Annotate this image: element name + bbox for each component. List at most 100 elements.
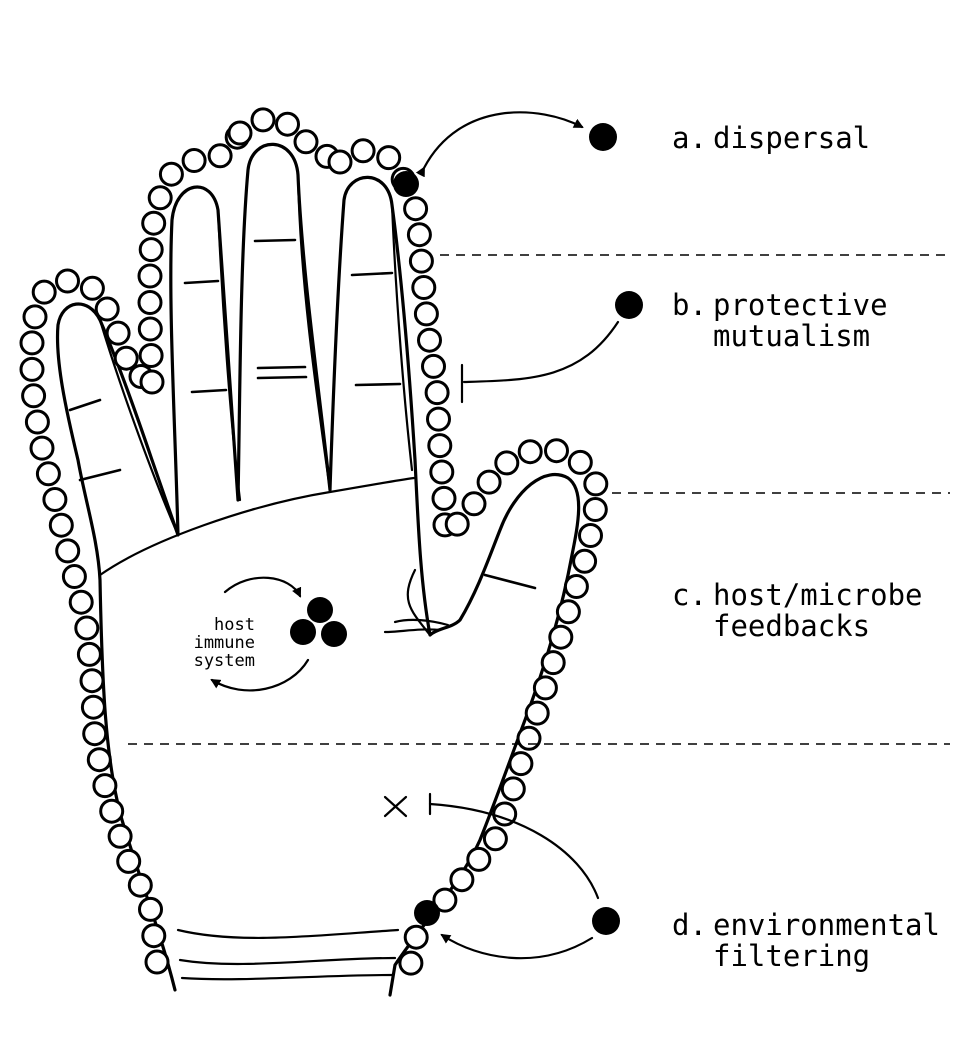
microbe-bead: [19, 356, 45, 382]
microbe-bead: [461, 491, 487, 517]
label-b-text-1: protective: [713, 288, 888, 322]
microbe-bead: [408, 248, 434, 274]
knuckle-crease: [483, 573, 537, 590]
microbe-bead: [139, 369, 165, 395]
immune-label-3: system: [194, 651, 255, 671]
microbe-bead: [74, 615, 100, 641]
microbe-bead: [476, 469, 502, 495]
knuckle-crease: [350, 271, 394, 277]
microbe-bead: [138, 237, 164, 263]
knuckle-crease: [256, 375, 308, 380]
microbe-bead: [411, 275, 437, 300]
microbe-bead: [105, 320, 131, 346]
microbe-bead: [548, 624, 574, 650]
microbe-bead: [572, 548, 598, 574]
microbe-bead: [532, 675, 558, 701]
immune-arrow-bottom: [210, 658, 310, 692]
microbe-bead: [86, 747, 112, 773]
immune-microbe-cluster: [290, 597, 347, 647]
finger-edge: [390, 203, 414, 472]
microbe-bead: [94, 296, 120, 322]
microbe-bead: [24, 409, 50, 435]
wrist-crease: [176, 928, 400, 940]
microbe-bead: [555, 599, 581, 625]
microbe-bead: [376, 145, 402, 171]
dispersal-microbe-on-hand: [393, 171, 419, 197]
wrist-crease: [178, 956, 397, 966]
microbe-bead: [181, 148, 207, 173]
microbe-bead: [138, 896, 163, 922]
microbe-bead: [482, 826, 508, 852]
microbe-bead: [55, 268, 80, 294]
finger-edge: [296, 173, 332, 492]
microbe-bead: [406, 222, 432, 248]
microbe-bead: [544, 438, 569, 464]
microbe-bead: [540, 650, 566, 676]
microbe-bead: [421, 353, 446, 379]
microbe-bead: [227, 120, 253, 146]
microbe-bead: [99, 798, 125, 824]
microbe-bead: [466, 846, 492, 872]
knuckle-crease: [354, 382, 402, 387]
microbe-bead: [449, 867, 475, 893]
microbe-bead: [21, 383, 47, 409]
microbe-bead: [113, 345, 139, 371]
microbe-d: [592, 907, 620, 935]
microbe-bead: [127, 872, 153, 898]
thumb-base: [406, 568, 432, 637]
microbe-bead: [516, 725, 542, 751]
hand-outline: [55, 142, 581, 997]
microbe-bead: [144, 949, 170, 975]
microbe-bead: [275, 111, 300, 137]
filtering-microbe-on-hand: [414, 900, 440, 926]
dispersal-arrow: [415, 111, 584, 178]
label-b-text-2: mutualism: [713, 319, 870, 353]
microbe-bead: [79, 668, 105, 694]
knuckle-crease: [256, 365, 307, 370]
microbe-bead: [61, 564, 87, 589]
microbe-bead: [431, 485, 457, 511]
microbe-bead: [82, 721, 108, 747]
microbe-bead: [327, 149, 353, 175]
microbe-a: [589, 123, 617, 151]
immune-arrow-top: [223, 576, 302, 598]
filtering-inhibit-line: [428, 802, 600, 900]
microbe-bead: [79, 275, 105, 301]
microbe-bead: [508, 751, 534, 777]
microbe-bead: [137, 316, 163, 342]
microbe-bead: [250, 107, 276, 133]
microbe-bead: [158, 161, 184, 187]
microbe-bead: [80, 694, 106, 720]
microbe-bead: [398, 950, 424, 976]
microbe-bead: [583, 471, 609, 497]
microbe-bead: [403, 196, 429, 222]
microbe-bead: [107, 823, 133, 849]
microbe-bead: [116, 848, 142, 874]
microbe-bead: [293, 129, 319, 155]
microbe-bead: [29, 435, 55, 461]
microbe-bead: [429, 459, 455, 485]
label-c-letter: c.: [672, 578, 707, 612]
knuckle-crease: [78, 468, 122, 482]
immune-label-2: immune: [194, 633, 255, 653]
knuckle-crease: [253, 238, 297, 243]
label-a-letter: a.: [672, 121, 707, 155]
label-c-text-2: feedbacks: [713, 609, 870, 643]
microbe-bead: [22, 304, 48, 330]
thumb-crease: [393, 618, 450, 627]
microbe-bead: [500, 776, 526, 802]
microbe-bead: [137, 263, 163, 289]
microbe-bead: [147, 185, 173, 211]
microbe-bead: [417, 327, 442, 353]
microbe-bead: [42, 487, 68, 512]
mutualism-inhibit-line: [462, 320, 620, 384]
microbe-bead: [426, 406, 451, 432]
knuckle-crease: [183, 279, 220, 285]
microbe-bead: [35, 461, 61, 487]
thumb-crease: [383, 628, 442, 634]
microbe-bead: [563, 574, 589, 599]
microbe-bead: [141, 923, 167, 949]
microbe-bead: [138, 343, 164, 368]
microbe-bead: [137, 290, 163, 315]
label-d-letter: d.: [672, 908, 707, 942]
